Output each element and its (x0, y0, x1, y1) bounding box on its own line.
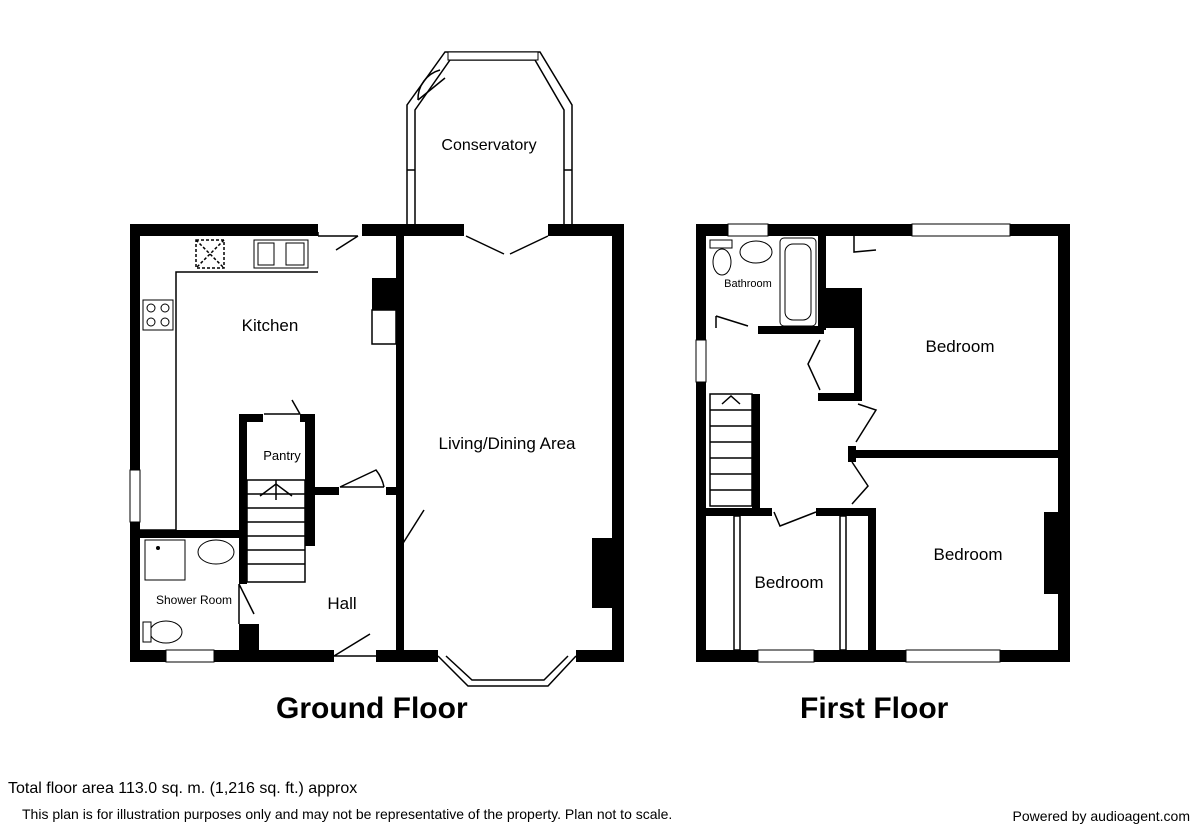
ground-floor-plan (129, 51, 624, 687)
room-label-living-dining: Living/Dining Area (438, 434, 576, 453)
window (129, 469, 141, 523)
sink (253, 239, 309, 269)
wall (1058, 224, 1070, 662)
wall (854, 288, 862, 400)
wall (239, 624, 259, 654)
total-floor-area: Total floor area 113.0 sq. m. (1,216 sq.… (8, 780, 358, 797)
appliance (195, 239, 225, 269)
disclaimer: This plan is for illustration purposes o… (22, 806, 673, 822)
first-floor-title: First Floor (800, 692, 949, 725)
room-label-shower-room: Shower Room (156, 593, 232, 607)
wall (868, 508, 876, 654)
wall (816, 508, 874, 516)
basin (739, 240, 773, 264)
wall (696, 224, 706, 662)
window (911, 223, 1011, 237)
basin (197, 539, 235, 565)
wall (696, 508, 772, 516)
wall (315, 487, 339, 495)
chimney (1044, 512, 1062, 594)
window (905, 649, 1001, 663)
room-label-bedroom: Bedroom (926, 337, 995, 356)
room-label-bathroom: Bathroom (724, 278, 772, 290)
room-label-pantry: Pantry (263, 448, 301, 463)
room-label-conservatory: Conservatory (441, 137, 536, 154)
wall (362, 224, 464, 236)
wall (300, 414, 315, 422)
stairs (709, 393, 753, 507)
wall (239, 414, 247, 584)
ground-floor-title: Ground Floor (276, 692, 468, 725)
wall (396, 232, 404, 656)
wall (130, 224, 318, 236)
window (727, 223, 769, 237)
wall (130, 650, 166, 662)
wall (305, 414, 315, 546)
window (165, 649, 215, 663)
fireplace (592, 538, 612, 608)
wall (758, 326, 824, 334)
wall (376, 650, 438, 662)
wall (130, 530, 246, 538)
room-label-hall: Hall (327, 594, 356, 613)
wall (612, 224, 624, 662)
chimney (372, 278, 396, 310)
conservatory-glazing (406, 51, 573, 225)
wall (386, 487, 398, 495)
toilet (149, 620, 183, 644)
wall (848, 446, 856, 462)
wall (854, 450, 1070, 458)
room-label-bedroom: Bedroom (755, 573, 824, 592)
room-label-bedroom: Bedroom (934, 545, 1003, 564)
powered-by: Powered by audioagent.com (1012, 808, 1190, 824)
wall (130, 224, 140, 662)
wall (576, 650, 624, 662)
room-label-kitchen: Kitchen (242, 316, 299, 335)
shower-tray (144, 539, 186, 581)
wall (239, 414, 263, 422)
wall (696, 650, 1070, 662)
wall (818, 232, 826, 330)
wall (214, 650, 334, 662)
wall (818, 393, 862, 401)
window (757, 649, 815, 663)
wall (752, 394, 760, 510)
toilet (712, 248, 732, 276)
wall (548, 224, 624, 236)
first-floor-plan (695, 223, 1070, 663)
hob (142, 299, 174, 331)
window (695, 339, 707, 383)
stairs (246, 479, 306, 583)
